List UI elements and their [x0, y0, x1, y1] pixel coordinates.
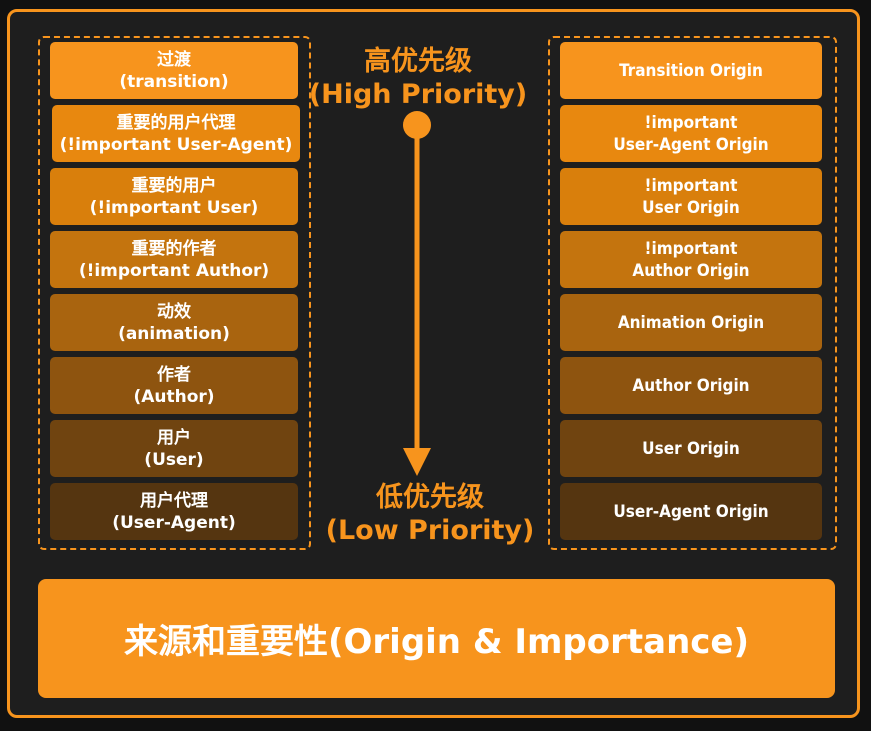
left-item-line1: 用户	[157, 427, 191, 448]
low-priority-en: (Low Priority)	[325, 515, 535, 546]
right-item-line2: Author Origin	[632, 260, 750, 281]
left-item: 重要的用户代理(!important User-Agent)	[52, 105, 300, 162]
left-item-line1: 过渡	[157, 49, 191, 70]
banner-text: 来源和重要性(Origin & Importance)	[123, 622, 750, 662]
high-priority-zh: 高优先级	[364, 46, 472, 77]
low-priority-label: 低优先级 (Low Priority)	[315, 481, 545, 547]
left-item: 作者(Author)	[50, 357, 298, 414]
left-item: 重要的作者(!important Author)	[50, 231, 298, 288]
right-item-line1: User-Agent Origin	[613, 501, 769, 522]
left-item-line2: (!important User)	[89, 197, 259, 218]
right-column-box	[548, 36, 837, 550]
left-item-line2: (User)	[144, 449, 204, 470]
right-item-line2: User-Agent Origin	[613, 134, 769, 155]
right-item: Transition Origin	[560, 42, 822, 99]
left-item-line1: 用户代理	[140, 490, 208, 511]
left-item-line1: 重要的作者	[131, 238, 217, 259]
right-item-line1: !important	[644, 238, 738, 259]
left-item-line1: 重要的用户代理	[116, 112, 236, 133]
left-item: 重要的用户(!important User)	[50, 168, 298, 225]
left-item-line2: (Author)	[133, 386, 215, 407]
right-item-line1: Animation Origin	[617, 312, 765, 333]
right-item-line1: !important	[644, 112, 738, 133]
right-item: User-Agent Origin	[560, 483, 822, 540]
left-item: 用户(User)	[50, 420, 298, 477]
right-item-line1: Transition Origin	[619, 60, 763, 81]
right-item: Animation Origin	[560, 294, 822, 351]
left-item: 过渡(transition)	[50, 42, 298, 99]
right-item: Author Origin	[560, 357, 822, 414]
high-priority-label: 高优先级 (High Priority)	[303, 45, 533, 111]
left-column-box	[38, 36, 311, 550]
right-item-line1: Author Origin	[632, 375, 750, 396]
left-item-line1: 重要的用户	[131, 175, 217, 196]
left-item-line1: 动效	[157, 301, 191, 322]
left-item-line2: (!important User-Agent)	[59, 134, 293, 155]
right-item: User Origin	[560, 420, 822, 477]
left-item: 动效(animation)	[50, 294, 298, 351]
right-item-line1: !important	[644, 175, 738, 196]
right-item-line1: User Origin	[642, 438, 740, 459]
left-item-line2: (!important Author)	[78, 260, 270, 281]
left-item-line2: (User-Agent)	[112, 512, 236, 533]
left-item-line1: 作者	[157, 364, 191, 385]
right-item-line2: User Origin	[642, 197, 740, 218]
origin-importance-banner: 来源和重要性(Origin & Importance)	[38, 579, 835, 698]
left-item: 用户代理(User-Agent)	[50, 483, 298, 540]
high-priority-en: (High Priority)	[308, 79, 528, 110]
left-item-line2: (transition)	[119, 71, 229, 92]
low-priority-zh: 低优先级	[376, 482, 484, 513]
left-item-line2: (animation)	[118, 323, 230, 344]
